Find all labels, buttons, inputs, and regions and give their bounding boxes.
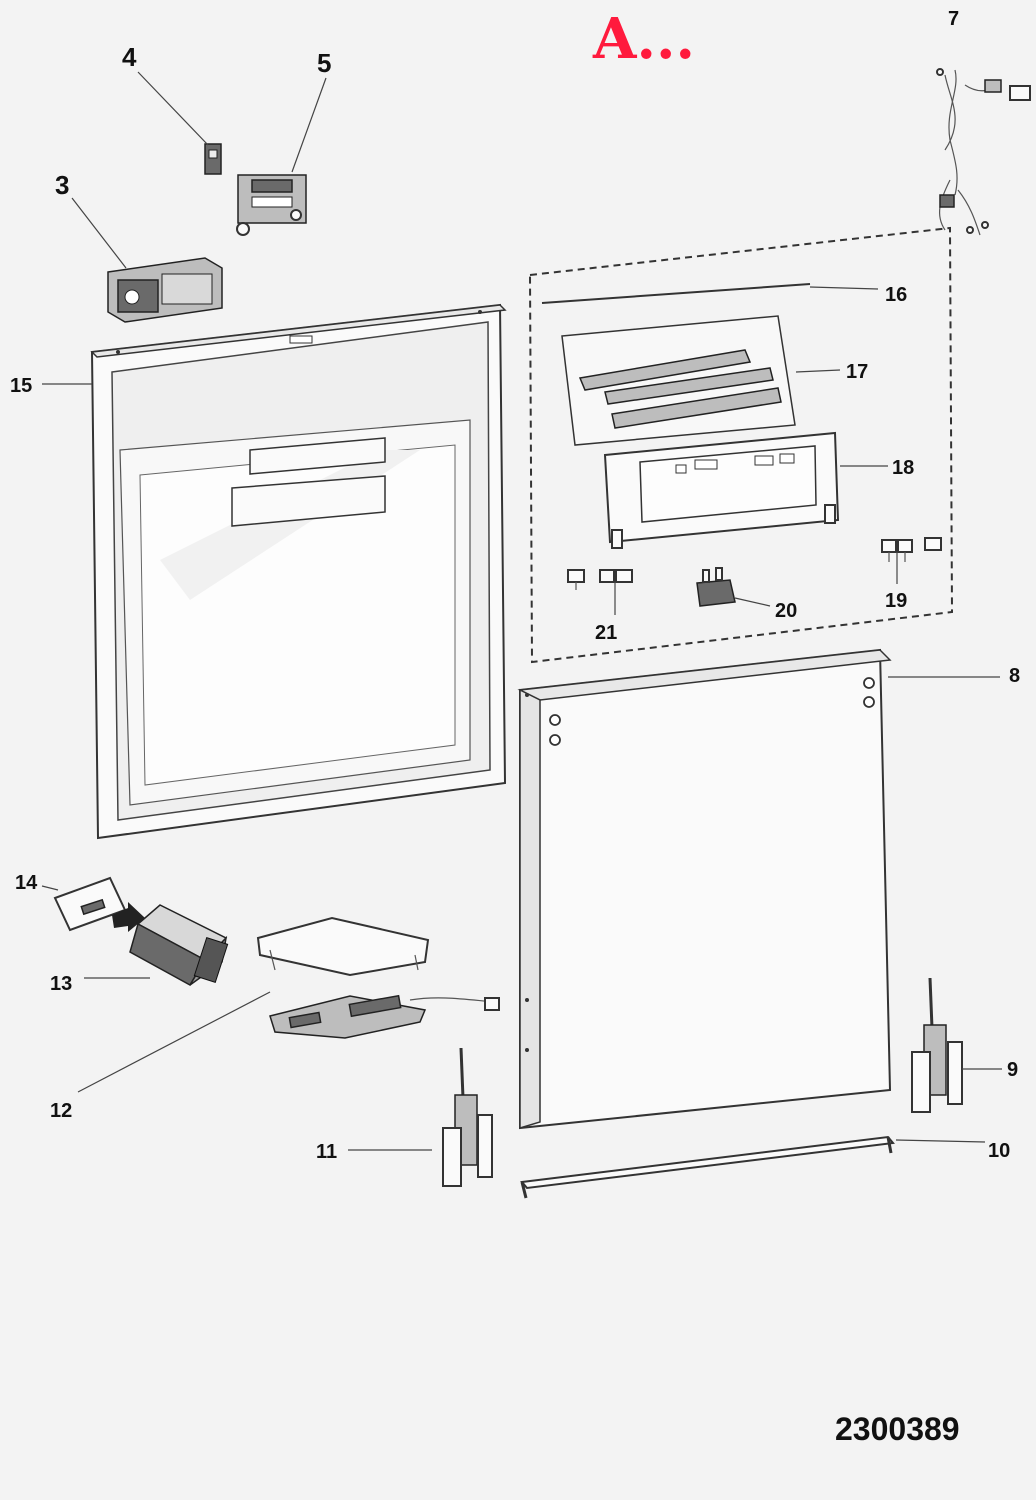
callout-14: 14	[15, 872, 38, 894]
document-number: 2300389	[835, 1411, 960, 1447]
part-7-wiring-harness	[936, 68, 1031, 236]
callout-4: 4	[122, 42, 137, 72]
leader-10	[895, 1139, 986, 1143]
leader-12	[77, 991, 271, 1093]
part-9-hinge-right	[911, 977, 963, 1113]
part-15-inner-door	[90, 303, 507, 840]
control-panel-group-outline	[528, 226, 954, 664]
callout-8: 8	[1009, 665, 1020, 687]
insert-arrow-icon	[112, 902, 145, 932]
part-13-module	[129, 904, 229, 987]
callout-7: 7	[948, 8, 959, 30]
leader-4	[137, 71, 209, 146]
part-16-trim-strip	[541, 283, 811, 304]
callout-18: 18	[892, 457, 914, 479]
part-18-control-panel	[603, 431, 840, 549]
callout-19: 19	[885, 590, 907, 612]
callout-20: 20	[775, 600, 797, 622]
callout-5: 5	[317, 48, 331, 78]
diagram-title: A...	[592, 6, 695, 72]
leader-16	[809, 286, 879, 290]
callout-21: 21	[595, 622, 617, 644]
leader-17	[795, 369, 841, 373]
leader-3	[71, 197, 127, 269]
callout-10: 10	[988, 1140, 1010, 1162]
callout-15: 15	[10, 375, 32, 397]
part-10-bottom-rod	[520, 1135, 895, 1199]
callout-16: 16	[885, 284, 907, 306]
part-5-door-lock	[236, 174, 307, 236]
part-11-hinge-left	[442, 1047, 493, 1187]
part-19-buttons	[881, 537, 942, 562]
callout-17: 17	[846, 361, 868, 383]
callout-12: 12	[50, 1100, 72, 1122]
callout-9: 9	[1007, 1059, 1018, 1081]
callout-13: 13	[50, 973, 72, 995]
part-17-keypad-set	[561, 315, 796, 446]
part-12-control-board	[256, 916, 500, 1039]
part-21-buttons	[567, 569, 633, 590]
part-20-switch	[696, 567, 736, 607]
leader-5	[291, 77, 327, 173]
leader-14	[41, 885, 59, 891]
part-4-clip	[204, 143, 222, 175]
part-8-outer-door-panel	[517, 648, 892, 1130]
leader-20	[734, 597, 771, 607]
callout-11: 11	[316, 1141, 337, 1163]
part-3-dispenser	[107, 257, 223, 323]
callout-3: 3	[55, 170, 69, 200]
